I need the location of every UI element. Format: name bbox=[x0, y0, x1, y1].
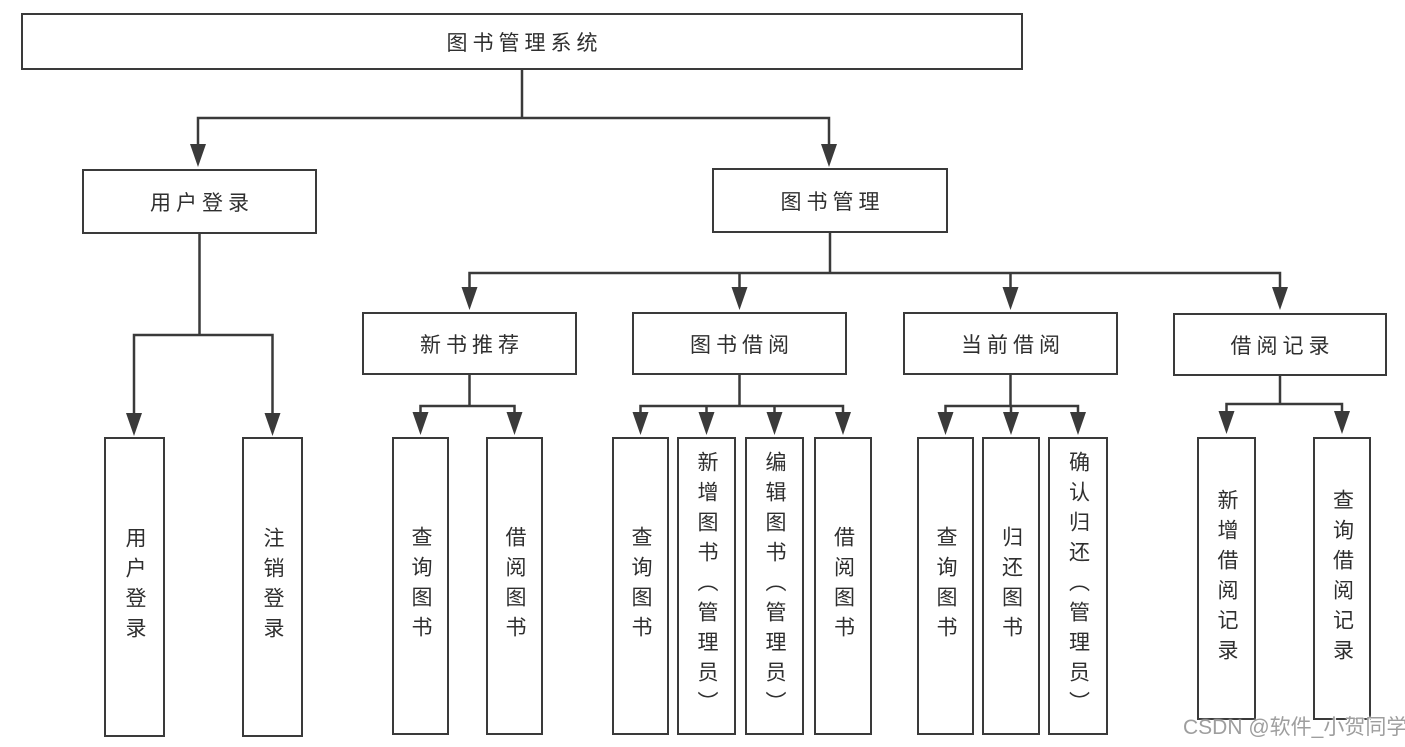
node-label: 借阅记录 bbox=[1230, 334, 1335, 358]
leaf-current-confirm-return-admin: 确认归还（管理员） bbox=[1048, 437, 1108, 735]
edge-user-login-to-leaves bbox=[126, 234, 281, 436]
node-label: 图书借阅 bbox=[690, 333, 794, 357]
leaf-borrow-edit-books-admin: 编辑图书（管理员） bbox=[745, 437, 804, 735]
node-borrowing-records: 借阅记录 bbox=[1173, 313, 1387, 376]
leaf-label: 查询图书 bbox=[409, 526, 432, 646]
leaf-label: 查询借阅记录 bbox=[1330, 488, 1354, 669]
leaf-logout: 注销登录 bbox=[242, 437, 303, 737]
node-book-borrowing: 图书借阅 bbox=[632, 312, 847, 375]
leaf-label: 查询图书 bbox=[934, 526, 957, 646]
leaf-newbook-borrow-books: 借阅图书 bbox=[486, 437, 543, 735]
leaf-borrow-add-books-admin: 新增图书（管理员） bbox=[677, 437, 736, 735]
leaf-current-query-books: 查询图书 bbox=[917, 437, 974, 735]
csdn-watermark: CSDN @软件_小贺同学 bbox=[1183, 716, 1405, 739]
edge-borrowing-records-to-leaves bbox=[1218, 376, 1350, 434]
leaf-label: 借阅图书 bbox=[503, 526, 526, 646]
leaf-user-login: 用户登录 bbox=[104, 437, 165, 737]
leaf-newbook-query-books: 查询图书 bbox=[392, 437, 449, 735]
leaf-borrow-query-books: 查询图书 bbox=[612, 437, 669, 735]
leaf-label: 编辑图书（管理员） bbox=[763, 451, 786, 721]
leaf-label: 归还图书 bbox=[999, 526, 1023, 646]
node-label: 当前借阅 bbox=[961, 333, 1065, 357]
edge-current-borrowing-to-leaves bbox=[937, 375, 1086, 435]
edge-root-to-level2 bbox=[190, 68, 837, 167]
leaf-label: 查询图书 bbox=[629, 526, 652, 646]
node-user-login: 用户登录 bbox=[82, 169, 317, 234]
edge-new-book-recommend-to-leaves bbox=[412, 375, 523, 435]
leaf-label: 用户登录 bbox=[123, 527, 146, 647]
leaf-records-query-record: 查询借阅记录 bbox=[1313, 437, 1371, 720]
node-label: 图书管理 bbox=[780, 190, 885, 214]
node-book-management: 图书管理 bbox=[712, 168, 948, 233]
leaf-label: 借阅图书 bbox=[831, 526, 855, 646]
leaf-label: 注销登录 bbox=[261, 527, 284, 647]
leaf-borrow-borrow-books: 借阅图书 bbox=[814, 437, 872, 735]
node-label: 用户登录 bbox=[150, 191, 254, 215]
leaf-current-return-books: 归还图书 bbox=[982, 437, 1040, 735]
leaf-label: 新增借阅记录 bbox=[1215, 488, 1238, 669]
leaf-label: 新增图书（管理员） bbox=[695, 451, 718, 721]
node-label: 图书管理系统 bbox=[446, 31, 603, 55]
leaf-label: 确认归还（管理员） bbox=[1066, 451, 1090, 721]
node-new-book-recommend: 新书推荐 bbox=[362, 312, 577, 375]
edge-book-borrowing-to-leaves bbox=[632, 375, 851, 435]
edge-book-management-to-level3 bbox=[461, 233, 1288, 310]
node-current-borrowing: 当前借阅 bbox=[903, 312, 1118, 375]
node-label: 新书推荐 bbox=[420, 333, 524, 357]
node-library-management-system: 图书管理系统 bbox=[21, 13, 1023, 70]
leaf-records-add-record: 新增借阅记录 bbox=[1197, 437, 1256, 720]
